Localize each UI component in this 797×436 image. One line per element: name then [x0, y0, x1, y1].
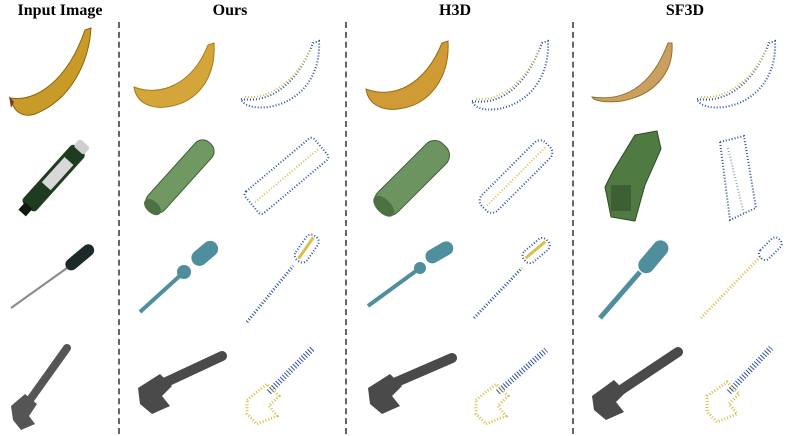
- marker-input-image: [5, 128, 105, 228]
- wrench-h3d-pointcloud: [466, 334, 566, 434]
- screwdriver-h3d-pointcloud: [466, 232, 566, 332]
- screwdriver-ours-pointcloud: [237, 232, 337, 332]
- screwdriver-input-image: [5, 232, 105, 332]
- banana-sf3d-pointcloud: [693, 35, 793, 135]
- wrench-ours-pointcloud: [237, 334, 337, 434]
- divider-2: [345, 22, 347, 434]
- header-input-image: Input Image: [17, 2, 103, 19]
- screwdriver-sf3d-mesh: [588, 232, 688, 332]
- wrench-h3d-mesh: [362, 334, 462, 434]
- header-sf3d: SF3D: [665, 2, 705, 19]
- header-ours: Ours: [212, 2, 248, 19]
- marker-ours-mesh: [130, 128, 230, 228]
- wrench-sf3d-mesh: [588, 334, 688, 434]
- banana-ours-mesh: [130, 35, 230, 135]
- marker-sf3d-pointcloud: [700, 128, 797, 228]
- screwdriver-sf3d-pointcloud: [693, 232, 793, 332]
- banana-sf3d-mesh: [588, 35, 688, 135]
- banana-ours-pointcloud: [237, 35, 337, 135]
- divider-3: [572, 22, 574, 434]
- marker-sf3d-mesh: [595, 125, 695, 225]
- banana-h3d-pointcloud: [466, 35, 566, 135]
- wrench-sf3d-pointcloud: [693, 334, 793, 434]
- marker-h3d-mesh: [362, 128, 462, 228]
- divider-1: [118, 22, 120, 434]
- header-h3d: H3D: [439, 2, 471, 19]
- wrench-input-image: [5, 334, 105, 434]
- wrench-ours-mesh: [130, 334, 230, 434]
- screwdriver-ours-mesh: [130, 232, 230, 332]
- screwdriver-h3d-mesh: [362, 232, 462, 332]
- marker-ours-pointcloud: [237, 128, 337, 228]
- banana-input-image: [5, 22, 105, 122]
- marker-h3d-pointcloud: [466, 128, 566, 228]
- banana-h3d-mesh: [362, 35, 462, 135]
